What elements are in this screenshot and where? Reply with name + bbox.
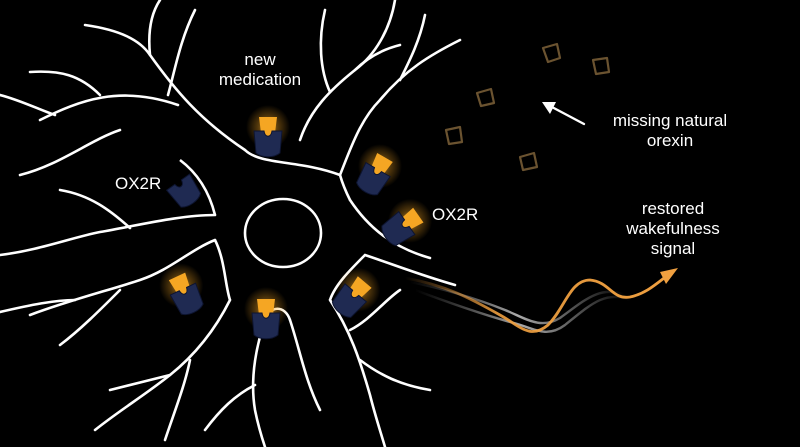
orexin-icon: [518, 151, 539, 172]
label-new-medication-line1: new: [244, 50, 276, 69]
medication-icon: [401, 207, 424, 230]
label-missing-line1: missing natural: [612, 111, 728, 130]
label-missing-line2: orexin: [646, 131, 694, 150]
orexin-icon: [444, 125, 464, 146]
signal-arrow-icon: [660, 268, 678, 284]
receptor-group: [159, 105, 433, 340]
receptor-icon: [251, 312, 281, 340]
label-ox2r-left: OX2R: [115, 174, 162, 193]
ox2r-receptor: [381, 198, 433, 247]
label-missing-orexin: missing natural orexin: [585, 111, 755, 151]
orexin-icon: [475, 87, 496, 108]
orexin-icon: [591, 56, 611, 76]
medication-icon: [168, 272, 191, 295]
receptor-icon: [165, 173, 202, 208]
arrow-icon: [542, 102, 586, 126]
ox2r-receptor: [165, 173, 202, 208]
ox2r-receptor: [244, 287, 288, 340]
label-restored-signal: restored wakefulness signal: [608, 199, 738, 259]
neuron-outline: [0, 0, 462, 447]
medication-icon: [370, 152, 393, 176]
ox2r-receptor: [356, 144, 402, 196]
ox2r-receptor: [331, 267, 381, 318]
label-new-medication-line2: medication: [218, 70, 302, 89]
ox2r-receptor: [159, 263, 204, 316]
receptor-icon: [356, 161, 391, 196]
label-ox2r-right: OX2R: [432, 205, 479, 224]
orexin-icon: [541, 42, 562, 64]
orexin-molecules: [444, 42, 611, 172]
receptor-icon: [253, 130, 283, 158]
ox2r-receptor: [246, 105, 290, 158]
nucleus: [243, 197, 323, 269]
medication-icon: [349, 276, 372, 299]
receptor-icon: [331, 283, 368, 318]
label-new-medication: new medication: [200, 50, 320, 90]
label-restored-line2: wakefulness: [626, 219, 720, 238]
signal-wave-orange: [403, 273, 670, 333]
receptor-icon: [381, 210, 416, 247]
signal-waves: [403, 273, 670, 333]
label-restored-line3: signal: [650, 239, 696, 258]
label-restored-line1: restored: [641, 199, 705, 218]
receptor-icon: [169, 282, 204, 316]
